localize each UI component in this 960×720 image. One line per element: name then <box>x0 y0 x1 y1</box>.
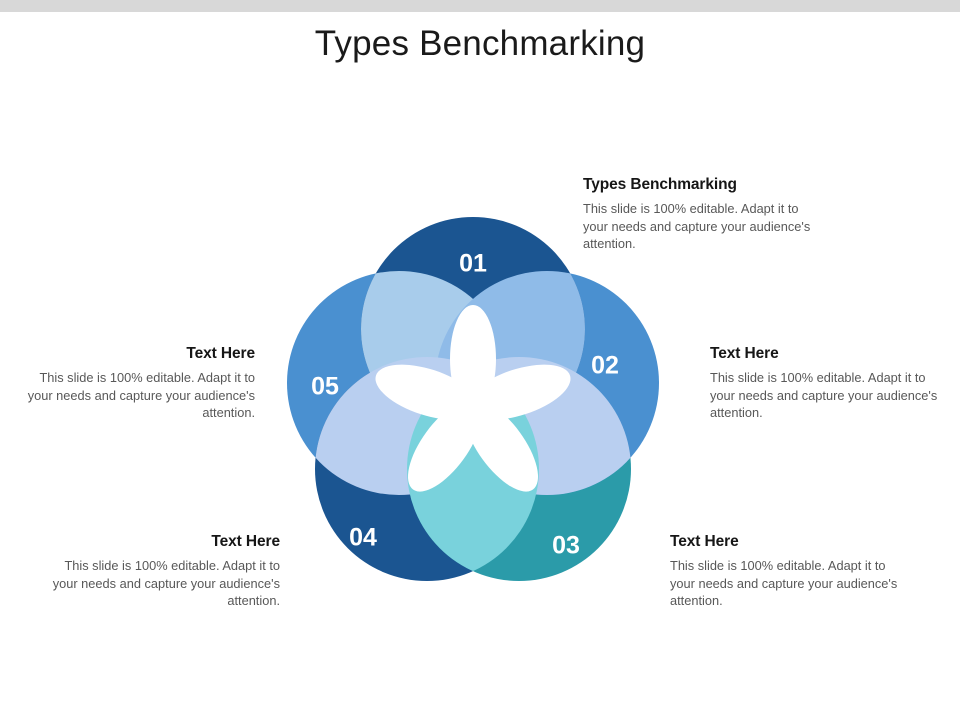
venn-label-05: 05 <box>311 373 339 401</box>
center-flower <box>375 305 571 492</box>
venn-diagram: 01 02 03 04 05 <box>253 177 693 637</box>
callout-04[interactable]: Text Here This slide is 100% editable. A… <box>45 532 280 610</box>
callout-01-body: This slide is 100% editable. Adapt it to… <box>583 201 811 251</box>
flower-petal-3 <box>464 400 539 492</box>
venn-svg: 01 02 03 04 05 <box>287 217 659 581</box>
venn-label-01: 01 <box>459 250 487 278</box>
slide-canvas: Types Benchmarking <box>0 12 960 708</box>
flower-petal-5 <box>375 364 480 420</box>
venn-label-04: 04 <box>349 524 377 552</box>
callout-03-body: This slide is 100% editable. Adapt it to… <box>670 558 898 608</box>
page-title: Types Benchmarking <box>314 24 646 63</box>
venn-label-02: 02 <box>591 352 619 380</box>
callout-05[interactable]: Text Here This slide is 100% editable. A… <box>25 344 255 422</box>
flower-petal-4 <box>407 400 482 492</box>
venn-circles: 01 02 03 04 05 <box>287 217 659 581</box>
callout-02[interactable]: Text Here This slide is 100% editable. A… <box>710 344 942 422</box>
callout-02-body: This slide is 100% editable. Adapt it to… <box>710 370 938 420</box>
slide-top-band <box>0 0 960 12</box>
callout-01-title: Types Benchmarking <box>583 176 737 193</box>
callout-03[interactable]: Text Here This slide is 100% editable. A… <box>670 532 902 610</box>
callout-03-title: Text Here <box>670 533 739 550</box>
callout-04-title: Text Here <box>211 533 280 550</box>
callout-05-title: Text Here <box>186 345 255 362</box>
venn-label-03: 03 <box>552 532 580 560</box>
callout-04-body: This slide is 100% editable. Adapt it to… <box>52 558 280 608</box>
callout-01[interactable]: Types Benchmarking This slide is 100% ed… <box>583 175 815 253</box>
callout-05-body: This slide is 100% editable. Adapt it to… <box>27 370 255 420</box>
callout-02-title: Text Here <box>710 345 779 362</box>
